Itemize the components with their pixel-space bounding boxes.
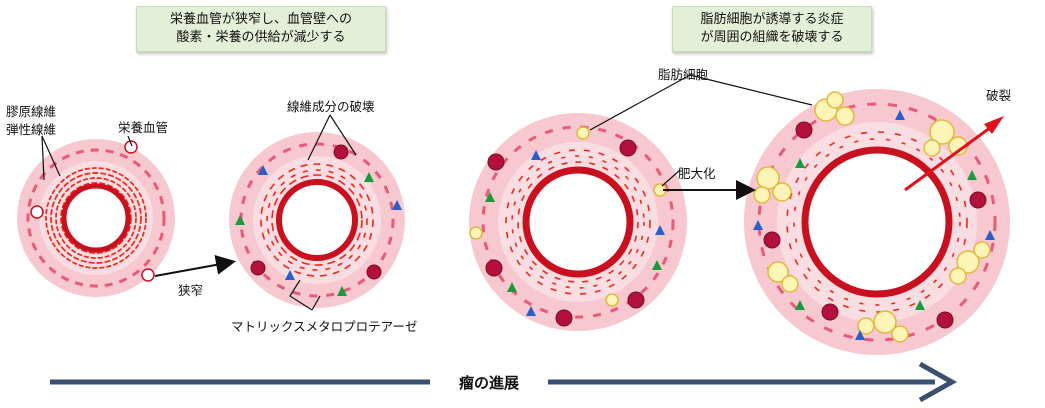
label-hypertrophy: 肥大化 xyxy=(678,166,716,181)
mmp-markers xyxy=(235,165,402,296)
right-note: 脂肪細胞が誘導する炎症 が周囲の組織を破壊する xyxy=(672,6,872,52)
hypertrophic-adipocytes xyxy=(753,91,991,343)
mmp-markers xyxy=(753,110,995,340)
vessel-stage-2 xyxy=(229,132,405,308)
adipocytes xyxy=(469,126,667,307)
right-note-line2: が周囲の組織を破壊する xyxy=(700,30,844,45)
inflammatory-cells xyxy=(250,144,382,280)
label-collagen: 膠原線維 xyxy=(6,104,56,119)
inflammatory-cells xyxy=(763,121,987,329)
inflammatory-cells xyxy=(485,139,645,327)
rupture-arrow xyxy=(904,120,999,192)
fiber-fragments xyxy=(786,131,968,313)
label-vasa-vasorum: 栄養血管 xyxy=(118,120,168,135)
vessel-stage-3 xyxy=(469,113,687,331)
fiber-fragments xyxy=(505,149,651,295)
right-note-line1: 脂肪細胞が誘導する炎症 xyxy=(700,12,844,27)
label-progression: 瘤の進展 xyxy=(459,374,519,392)
label-mmp: マトリックスメタロプロテアーゼ xyxy=(231,319,417,334)
left-note-line1: 栄養血管が狭窄し、血管壁への xyxy=(169,12,352,27)
label-adipocyte: 脂肪細胞 xyxy=(658,67,709,82)
mmp-markers xyxy=(485,150,665,316)
vasa-vasorum xyxy=(30,140,155,282)
leader-lines xyxy=(41,74,813,311)
broken-fibers xyxy=(260,163,374,277)
left-note: 栄養血管が狭窄し、血管壁への 酸素・栄養の供給が減少する xyxy=(136,6,386,52)
label-fiber-destruction: 線維成分の破壊 xyxy=(287,99,375,114)
label-narrowing: 狭窄 xyxy=(178,283,203,298)
left-note-line2: 酸素・栄養の供給が減少する xyxy=(176,30,346,45)
collagen-elastic-fibers xyxy=(45,167,147,269)
vessel-stage-4 xyxy=(744,89,1010,355)
label-elastic: 弾性線維 xyxy=(6,122,56,137)
vessel-stage-1 xyxy=(17,139,175,297)
stage-1-to-2-arrow xyxy=(154,255,236,277)
progress-arrowhead-icon xyxy=(918,361,958,403)
label-rupture: 破裂 xyxy=(986,88,1011,103)
rupture-arrowhead-icon xyxy=(984,116,1004,134)
